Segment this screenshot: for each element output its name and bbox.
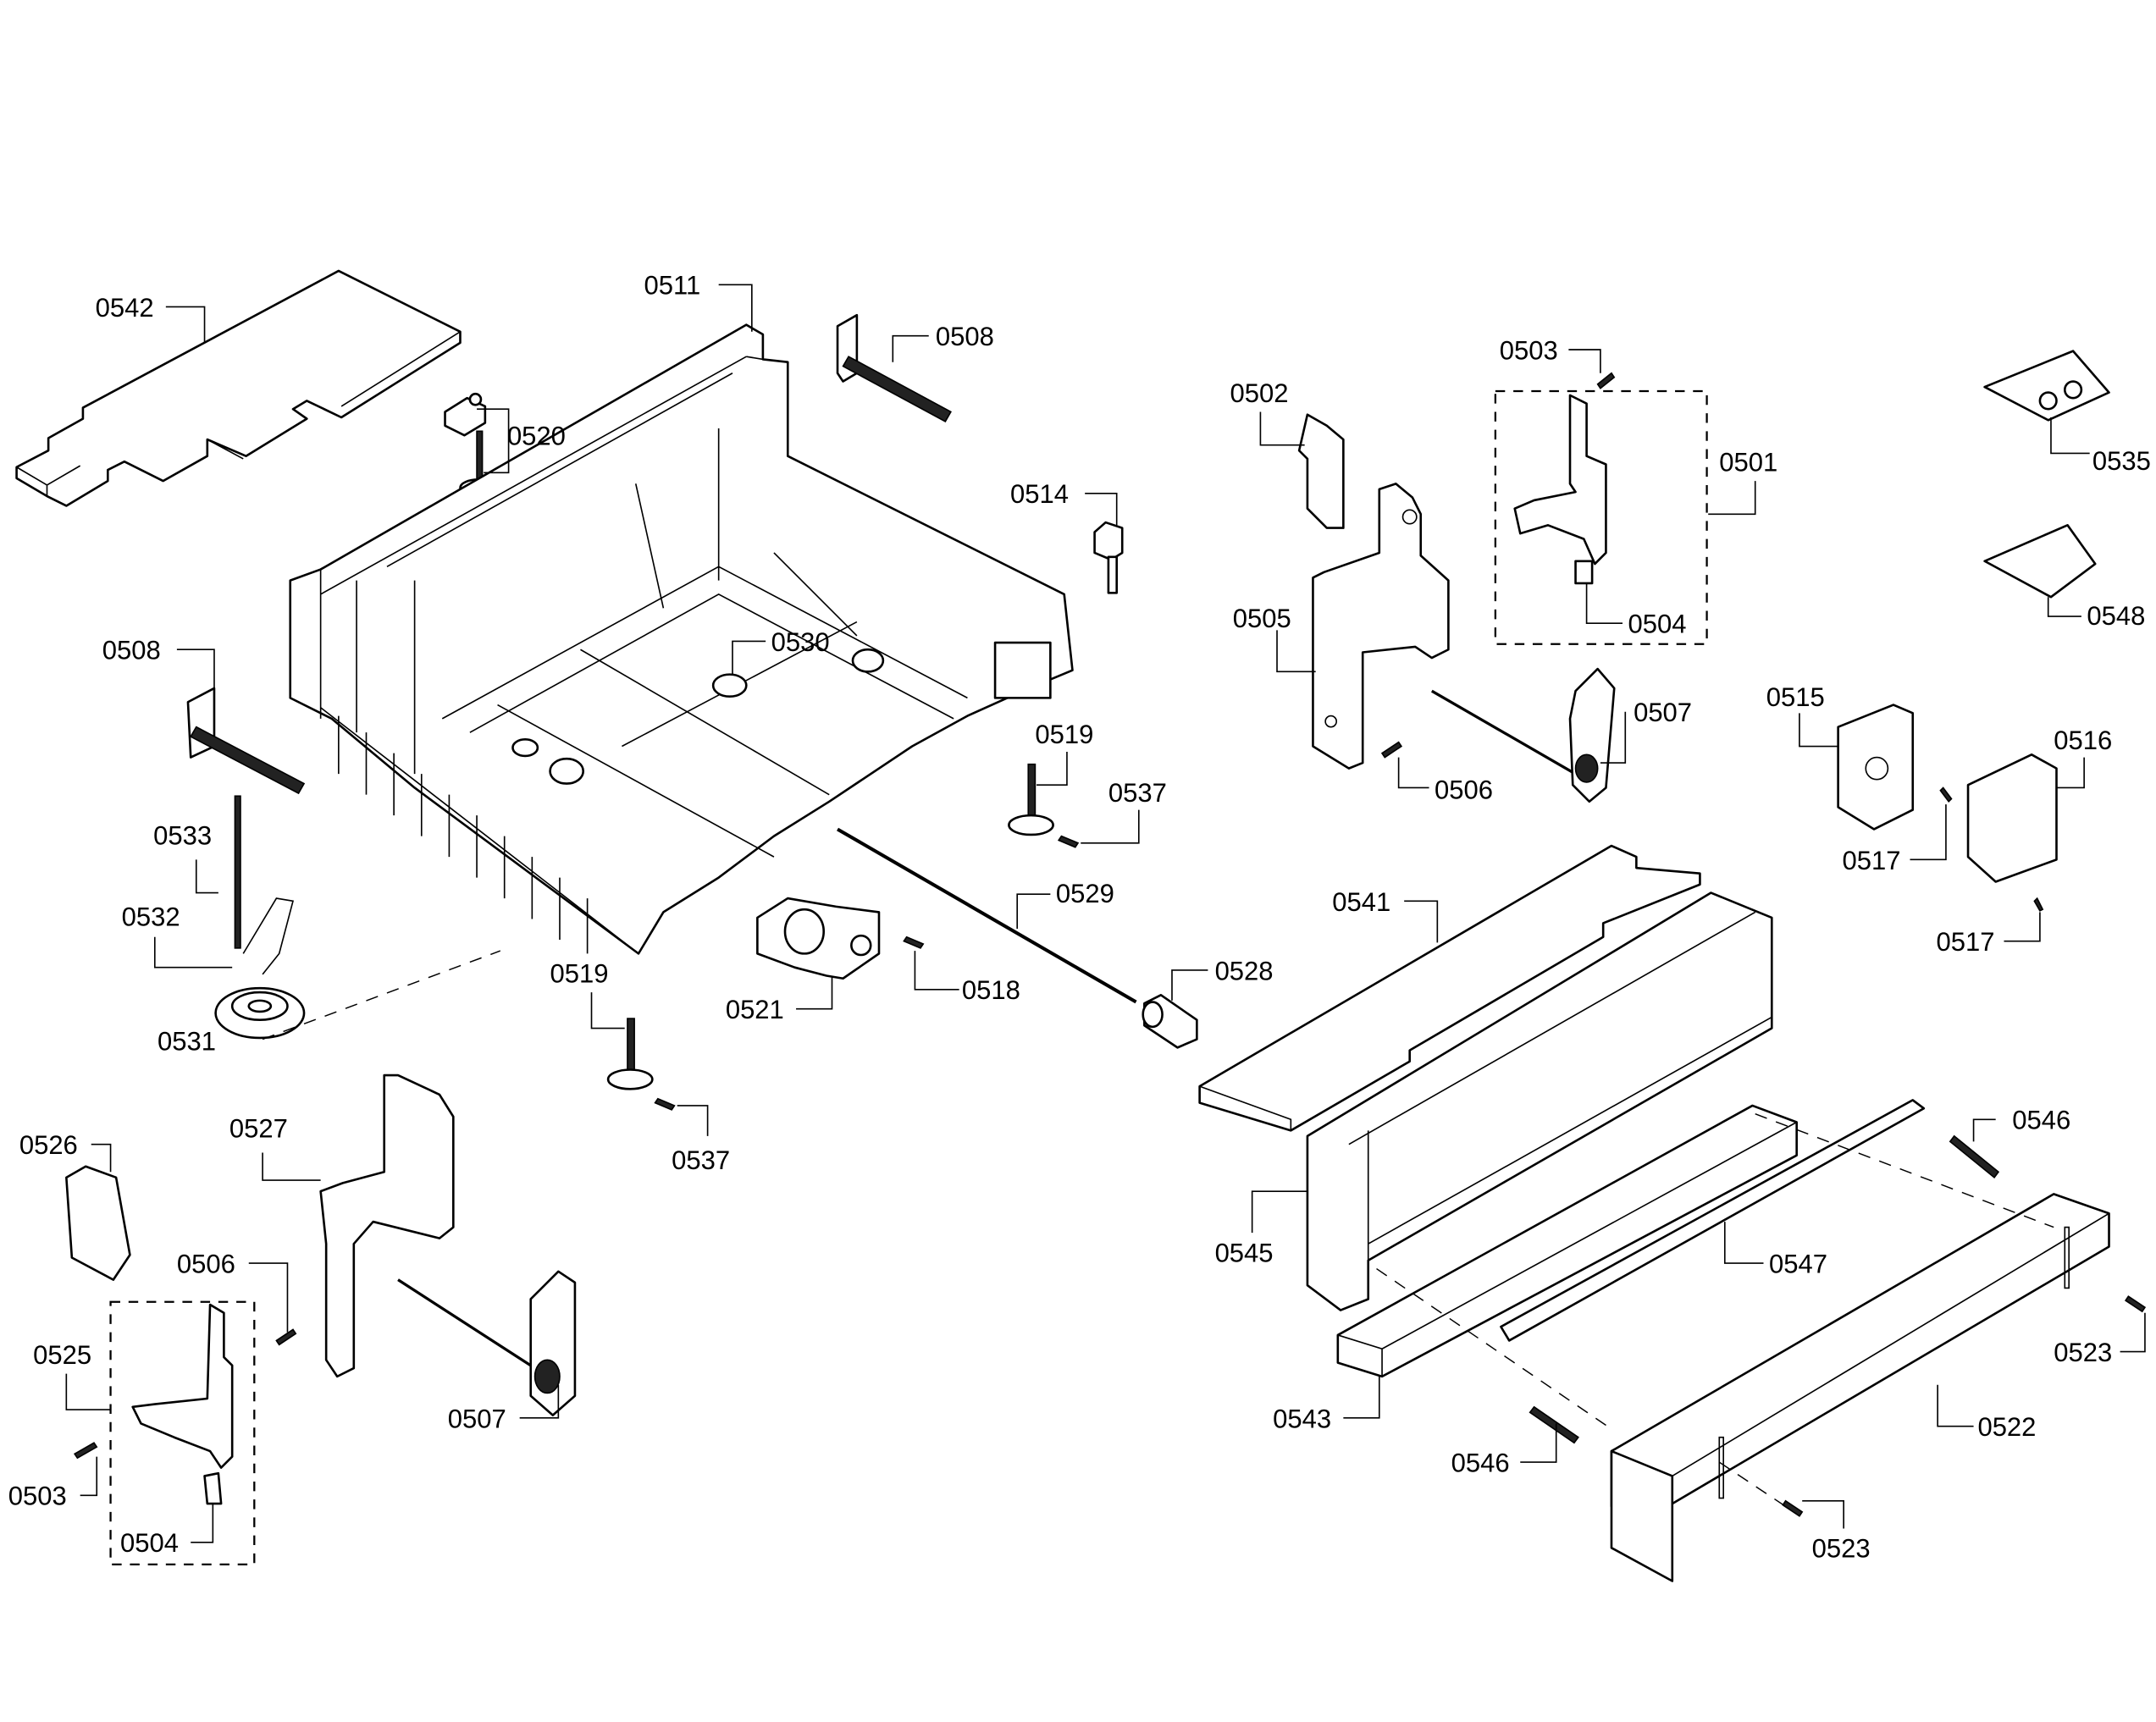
callout-0503: 0503 (1500, 335, 1558, 365)
callout-0535: 0535 (2092, 446, 2151, 476)
callout-0526: 0526 (19, 1130, 78, 1160)
part-0525-bracket (131, 1303, 234, 1505)
callout-0514: 0514 (1010, 479, 1069, 509)
callout-0545: 0545 (1215, 1238, 1274, 1267)
part-0505-bracket (1312, 483, 1450, 770)
callout-0523: 0523 (1812, 1534, 1871, 1564)
part-0507-sensor-lower (397, 1270, 577, 1416)
callout-0525: 0525 (33, 1340, 91, 1370)
callout-0504: 0504 (120, 1528, 179, 1558)
part-0503-screw-upper (1596, 372, 1616, 389)
callout-0507: 0507 (1634, 698, 1692, 727)
callout-0504: 0504 (1628, 610, 1687, 639)
part-0501-bracket (1513, 394, 1607, 585)
part-0517-screw-b (2033, 897, 2044, 912)
part-0506-screw-lower (275, 1328, 297, 1346)
part-0515-housing (1837, 704, 1915, 831)
part-0518-screw (903, 936, 925, 949)
callout-0505: 0505 (1233, 604, 1291, 633)
assembly-guide-lines (262, 950, 2054, 1507)
part-0542-plate (15, 269, 462, 507)
callout-0546: 0546 (1451, 1449, 1510, 1478)
part-0528-connector (1142, 994, 1198, 1049)
callout-0515: 0515 (1766, 682, 1825, 712)
callout-0501: 0501 (1719, 448, 1777, 477)
callout-0547: 0547 (1769, 1249, 1827, 1278)
part-0541-plate (1198, 844, 1701, 1132)
callout-0521: 0521 (726, 995, 784, 1024)
callout-0517: 0517 (1843, 846, 1901, 875)
callout-0520: 0520 (507, 422, 566, 451)
callout-0542: 0542 (96, 293, 154, 323)
part-0547-strip (1500, 1099, 1926, 1342)
part-0521-valve (756, 897, 881, 980)
leader-lines (65, 284, 2146, 1543)
callout-0530: 0530 (771, 627, 830, 657)
callout-0507: 0507 (448, 1404, 506, 1433)
callout-0531: 0531 (158, 1027, 216, 1057)
callout-0503: 0503 (8, 1482, 67, 1511)
part-0516-cover (1966, 753, 2058, 883)
group-0525-outline (109, 1300, 256, 1566)
part-0519-foot-upper (1008, 763, 1054, 836)
callout-0537: 0537 (1108, 778, 1167, 808)
callout-0528: 0528 (1215, 956, 1274, 985)
callout-0533: 0533 (153, 820, 212, 850)
callout-0532: 0532 (122, 902, 180, 932)
part-0503-screw-lower (73, 1442, 98, 1460)
part-0506-screw-upper (1380, 741, 1403, 759)
part-0511-base (289, 323, 1074, 955)
callout-0517: 0517 (1937, 927, 1995, 957)
part-0519-foot-lower (606, 1018, 654, 1090)
part-0517-screw-a (1939, 786, 1953, 803)
part-0522-toekick (1610, 1193, 2110, 1582)
callout-0522: 0522 (1977, 1412, 2036, 1442)
callout-0519: 0519 (1035, 720, 1093, 749)
part-0508-spring-upper (836, 313, 952, 422)
callout-0508: 0508 (102, 636, 161, 665)
callout-0506: 0506 (1435, 775, 1493, 805)
part-0502-bracket (1297, 413, 1345, 529)
part-0527-bracket (319, 1073, 455, 1378)
part-0537-screw-upper (1057, 835, 1080, 848)
callout-0518: 0518 (962, 975, 1020, 1005)
callout-0527: 0527 (229, 1113, 288, 1143)
part-0535-bag (1983, 350, 2110, 422)
part-0526-handle (65, 1165, 131, 1281)
part-0543-block (1336, 1104, 1798, 1378)
callout-0548: 0548 (2087, 601, 2145, 631)
part-0507-sensor-upper (1430, 667, 1616, 803)
callout-0529: 0529 (1056, 879, 1114, 908)
callout-0543: 0543 (1273, 1404, 1331, 1433)
part-0523-screw-b (1782, 1499, 1804, 1517)
callout-0537: 0537 (672, 1145, 730, 1175)
callout-0508: 0508 (936, 322, 994, 351)
part-0508-spring-lower (186, 687, 306, 795)
part-0529-rod (837, 827, 1137, 1004)
part-0548-bag (1983, 524, 2097, 599)
part-0523-screw-a (2124, 1295, 2147, 1313)
callout-0506: 0506 (177, 1249, 235, 1278)
callout-0511: 0511 (644, 271, 701, 301)
callout-labels: 0542 0511 0508 0520 0502 0503 0501 0535 … (8, 271, 2151, 1564)
part-0531-float (214, 986, 306, 1040)
part-0546-screw-a (1949, 1134, 2000, 1178)
callout-0523: 0523 (2054, 1338, 2112, 1367)
part-0537-screw-lower (654, 1097, 676, 1111)
callout-0516: 0516 (2054, 726, 2112, 755)
callout-0519: 0519 (550, 959, 609, 989)
part-0533-rod (234, 795, 295, 975)
part-0546-screw-b (1529, 1405, 1579, 1444)
part-0514-sensor (1093, 521, 1124, 594)
callout-0502: 0502 (1230, 378, 1289, 408)
callout-0541: 0541 (1332, 887, 1390, 917)
callout-0546: 0546 (2012, 1106, 2070, 1135)
part-0545-frame (1306, 891, 1773, 1311)
